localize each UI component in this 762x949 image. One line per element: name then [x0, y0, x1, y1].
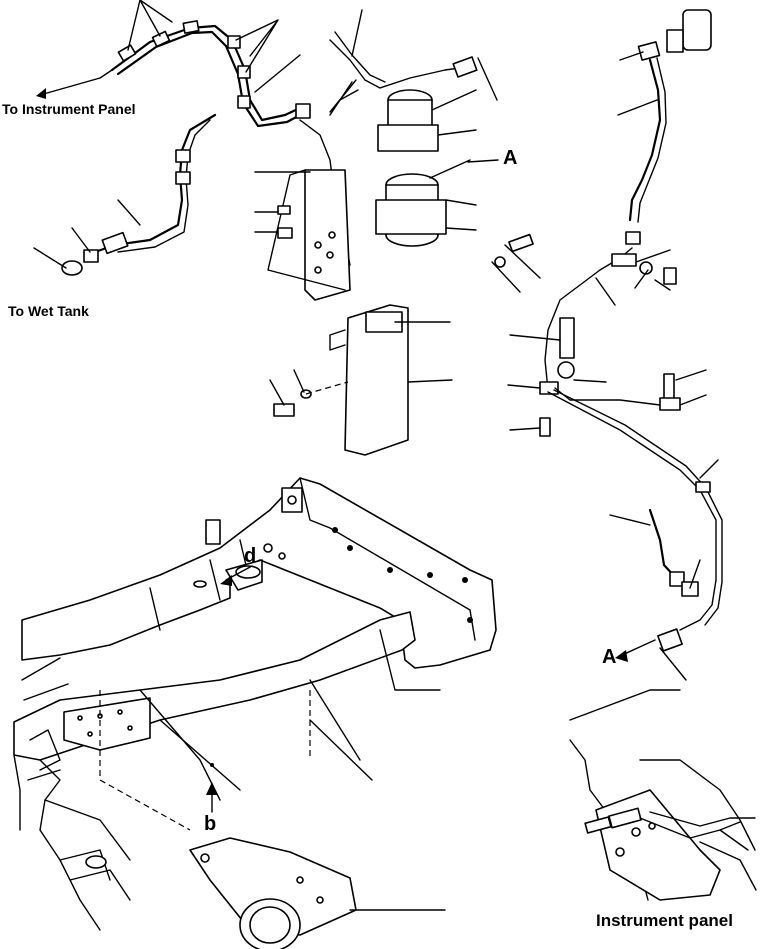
reference-b: b — [204, 813, 216, 835]
to-instrument-panel-label: To Instrument Panel — [2, 101, 136, 117]
instrument-panel-inset — [569, 689, 757, 901]
right-air-line — [507, 9, 723, 681]
reference-d: d — [244, 545, 256, 567]
reference-arrow-d — [220, 565, 253, 586]
cover-plate — [269, 304, 453, 456]
reference-a-top: A — [503, 147, 517, 169]
to-wet-tank-label: To Wet Tank — [8, 303, 89, 319]
main-frame — [13, 477, 497, 949]
instrument-panel-label: Instrument panel — [596, 911, 733, 930]
solenoid-valve-group — [254, 9, 541, 301]
reference-a-bottom: A — [602, 646, 616, 668]
reference-arrow-b — [206, 763, 218, 813]
